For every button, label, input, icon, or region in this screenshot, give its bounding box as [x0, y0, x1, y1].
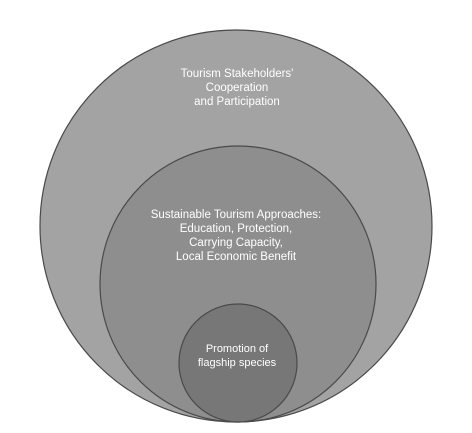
inner-circle — [178, 303, 298, 423]
outer-label-line-3: and Participation — [194, 96, 280, 108]
outer-label-line-1: Tourism Stakeholders' — [180, 68, 294, 80]
middle-label-line-1: Sustainable Tourism Approaches: — [150, 209, 322, 221]
outer-label-line-2: Cooperation — [205, 82, 269, 94]
outer-circle-label: Tourism Stakeholders' Cooperation and Pa… — [181, 67, 294, 109]
inner-circle-label: Promotion of flagship species — [198, 343, 276, 370]
middle-circle-label: Sustainable Tourism Approaches: Educatio… — [151, 208, 321, 264]
middle-label-line-2: Education, Protection, — [179, 223, 293, 235]
inner-label-line-1: Promotion of — [205, 343, 269, 355]
middle-label-line-3: Carrying Capacity, — [189, 237, 283, 249]
inner-label-line-2: flagship species — [197, 356, 277, 369]
middle-label-line-4: Local Economic Benefit — [175, 251, 297, 263]
